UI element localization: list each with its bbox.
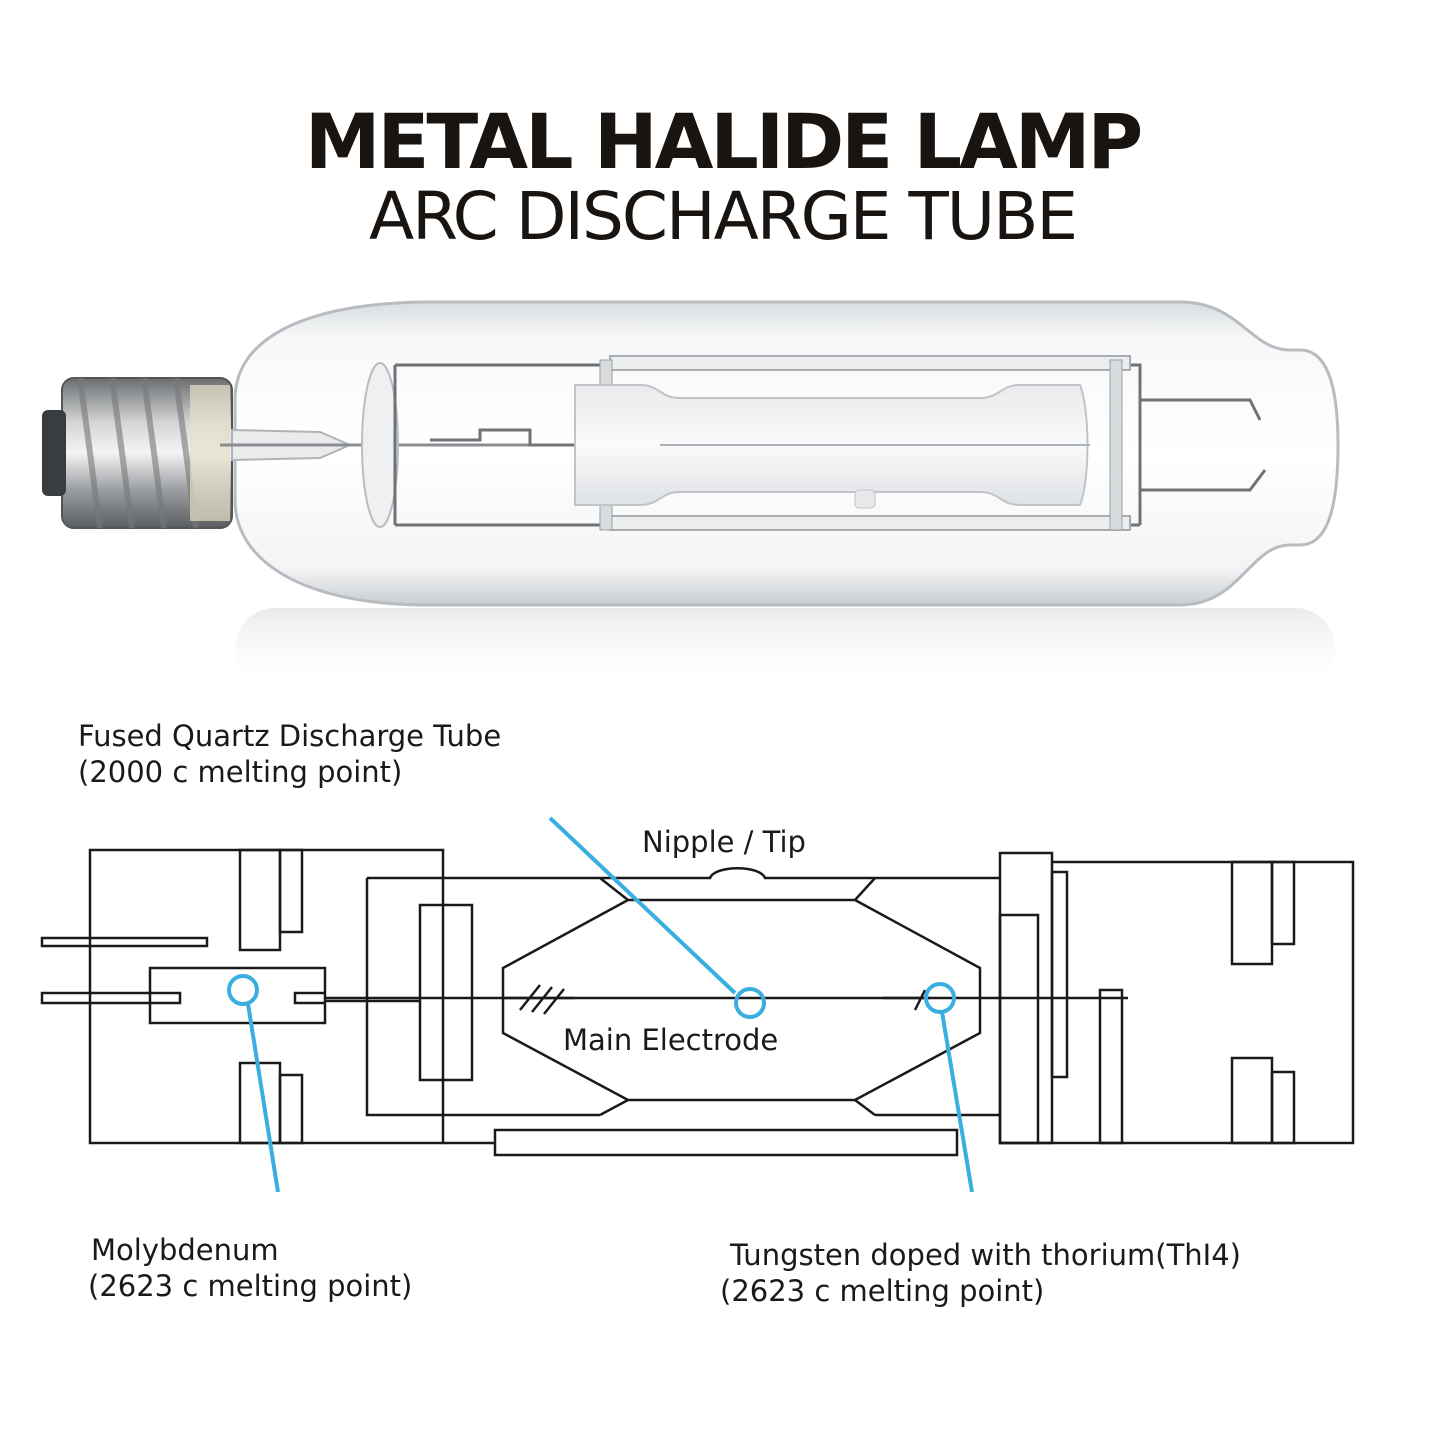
electrode-coil-right bbox=[913, 989, 927, 1011]
label-quartz-tube: Fused Quartz Discharge Tube (2000 c melt… bbox=[78, 718, 501, 791]
right-frame bbox=[1000, 860, 1355, 1145]
arc-tube bbox=[501, 877, 982, 1102]
callout-line-tungsten bbox=[940, 1011, 974, 1193]
label-molybdenum-title: Molybdenum bbox=[91, 1233, 279, 1267]
lamp-reflection bbox=[235, 608, 1335, 688]
label-tungsten-title: Tungsten doped with thorium(ThI4) bbox=[730, 1238, 1241, 1272]
support-block-right bbox=[998, 851, 1054, 1145]
label-quartz-title: Fused Quartz Discharge Tube bbox=[78, 719, 502, 753]
reflector-disk bbox=[361, 362, 399, 528]
callout-line-molybdenum bbox=[246, 1003, 280, 1193]
clip-bottom-left bbox=[238, 1061, 282, 1145]
page-subtitle: ARC DISCHARGE TUBE bbox=[368, 178, 1078, 255]
screw-base-icon bbox=[42, 377, 233, 529]
bottom-rod bbox=[493, 1128, 959, 1157]
lamp-illustration bbox=[42, 300, 1340, 688]
clip-top-left bbox=[238, 848, 282, 952]
support-block-left bbox=[418, 903, 474, 1082]
label-molybdenum: Molybdenum (2623 c melting point) bbox=[88, 1232, 412, 1305]
callout-marker-electrode bbox=[734, 987, 766, 1019]
molybdenum-foil bbox=[148, 966, 327, 1025]
nipple-tip bbox=[600, 867, 875, 880]
label-tungsten: Tungsten doped with thorium(ThI4) (2623 … bbox=[720, 1237, 1241, 1310]
label-main-electrode: Main Electrode bbox=[563, 1023, 779, 1057]
lead-wire-bottom bbox=[40, 991, 152, 1005]
label-tungsten-melting: (2623 c melting point) bbox=[720, 1274, 1045, 1309]
left-frame bbox=[88, 848, 445, 1145]
label-molybdenum-melting: (2623 c melting point) bbox=[88, 1269, 413, 1304]
page-title: METAL HALIDE LAMP bbox=[304, 97, 1143, 186]
lead-wire-top bbox=[40, 936, 209, 948]
label-nipple: Nipple / Tip bbox=[642, 825, 806, 859]
callout-marker-molybdenum bbox=[227, 974, 259, 1006]
electrode-coil-left bbox=[519, 984, 565, 1015]
label-quartz-melting: (2000 c melting point) bbox=[78, 755, 403, 790]
callout-marker-tungsten bbox=[924, 982, 956, 1014]
